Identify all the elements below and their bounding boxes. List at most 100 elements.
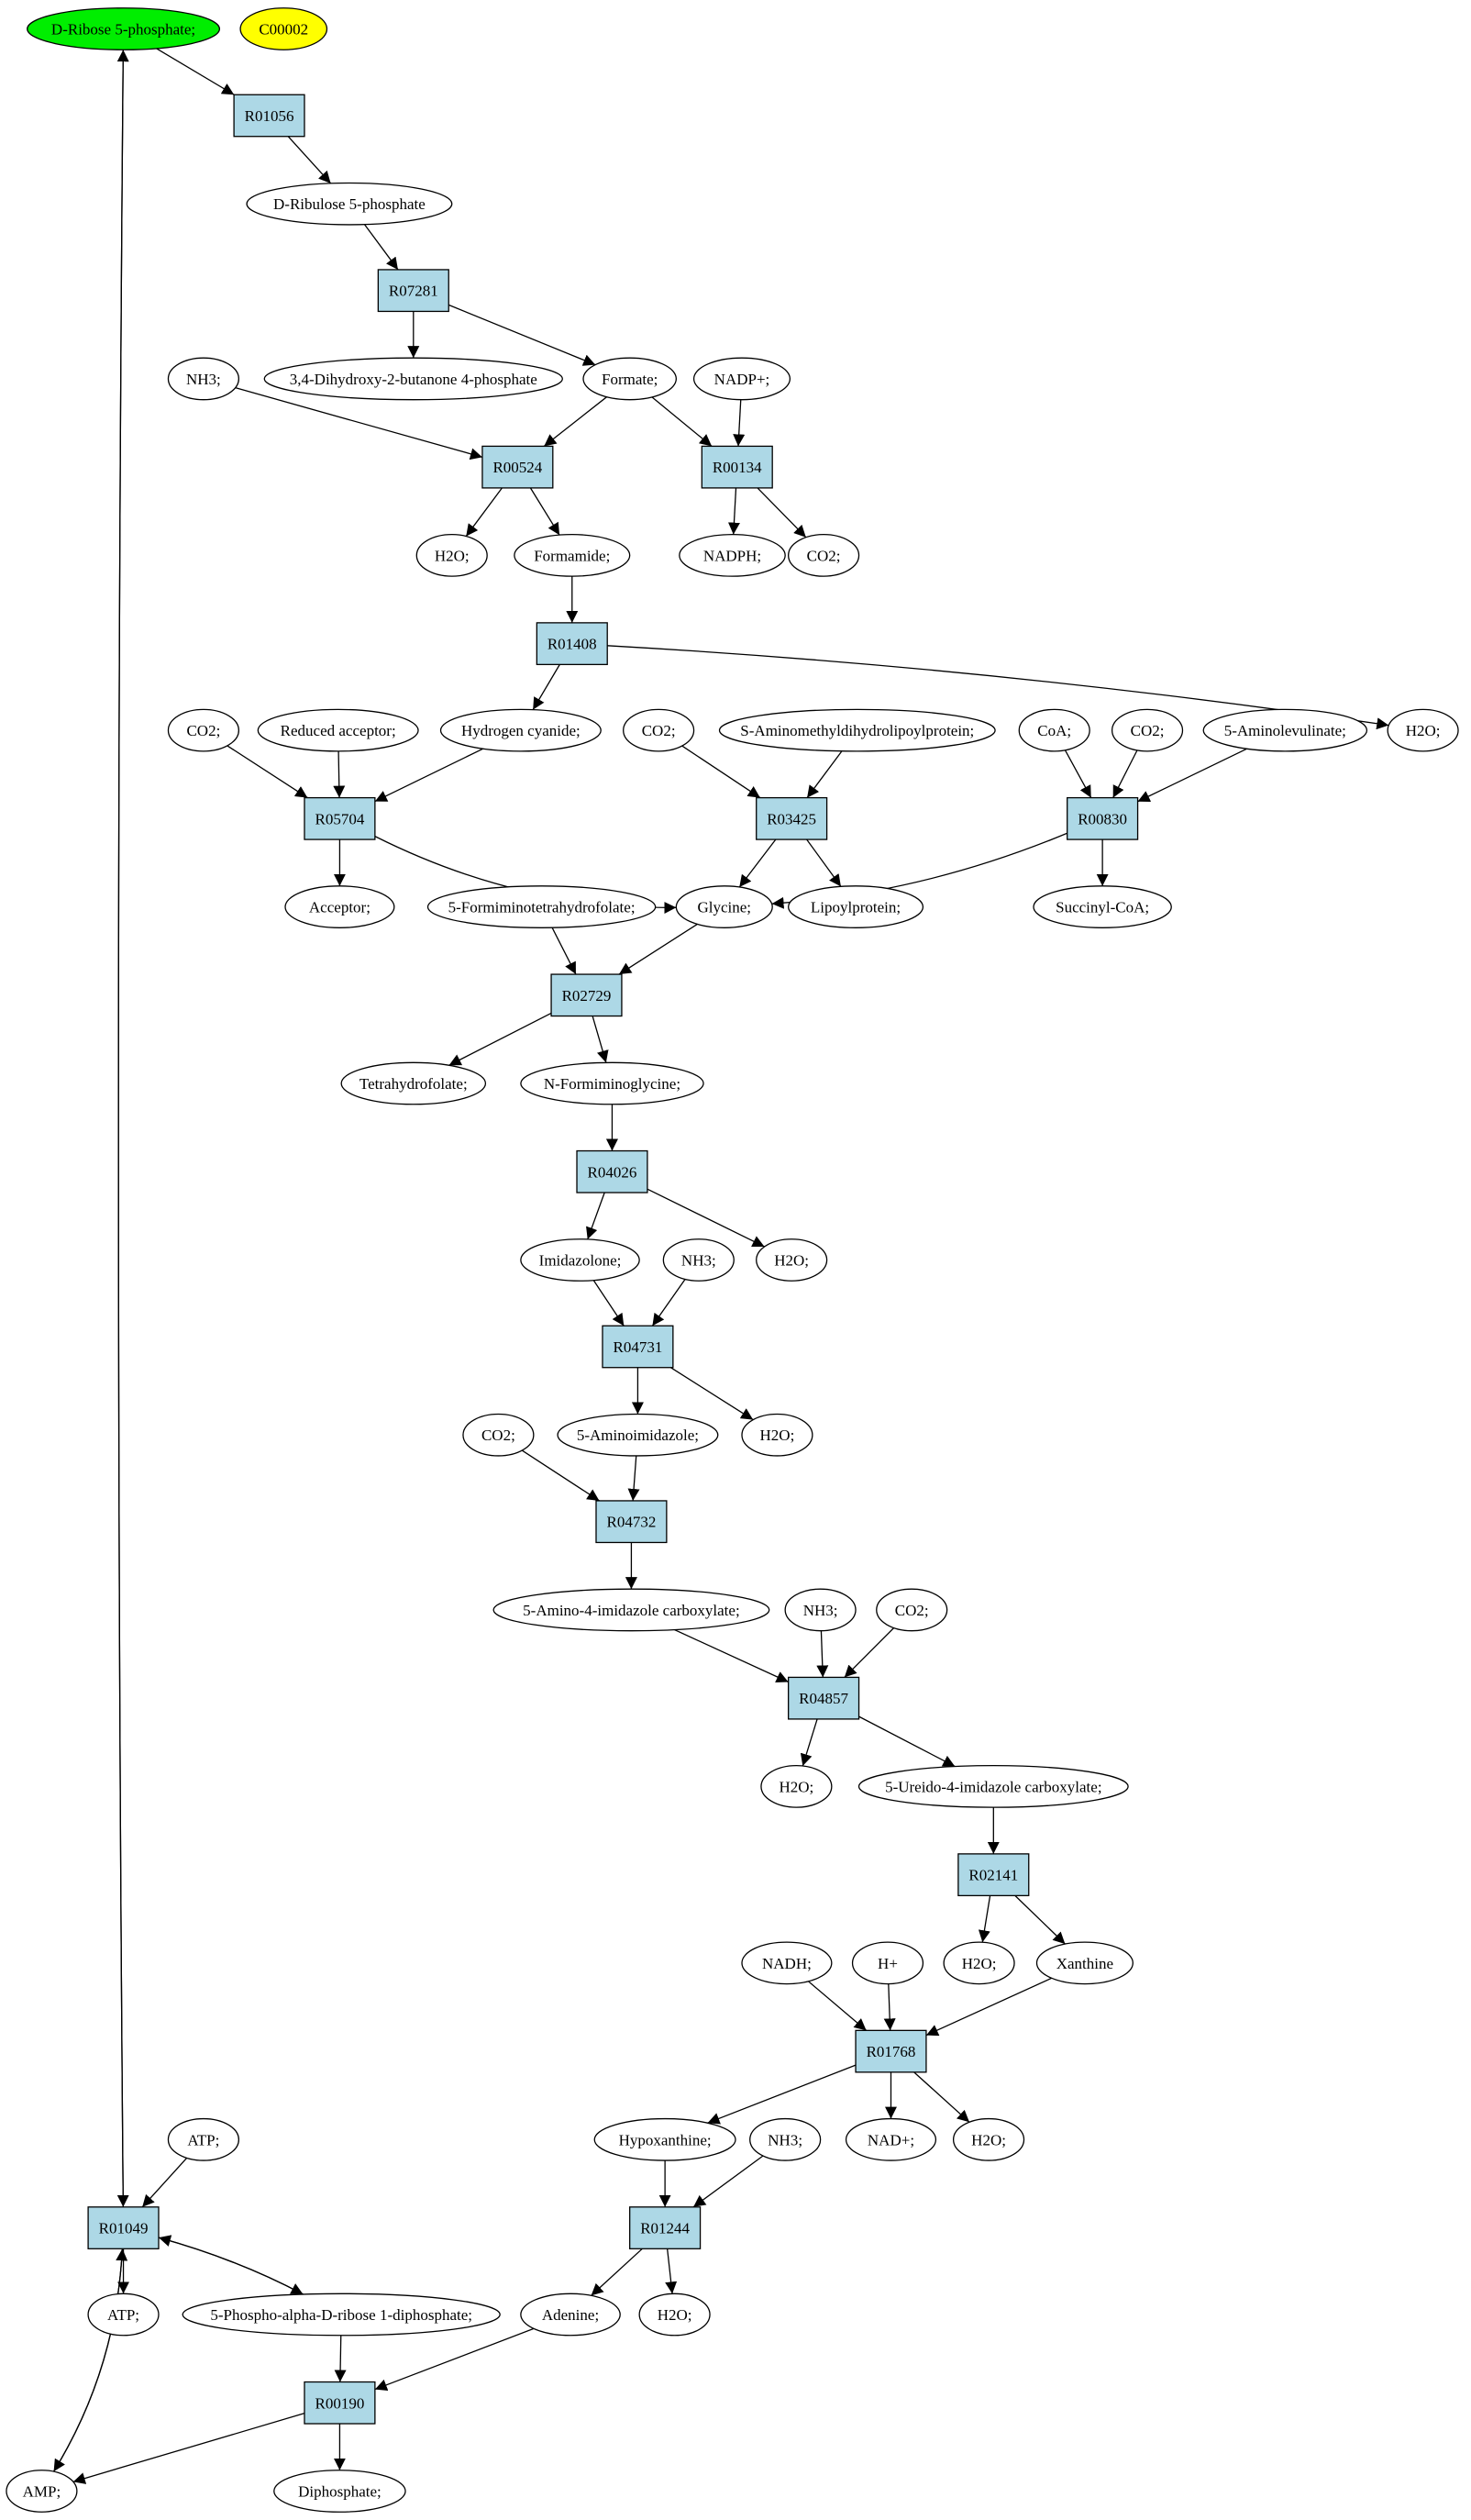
reaction-box[interactable]: [233, 94, 305, 138]
reaction-box[interactable]: [550, 973, 623, 1017]
compound-node-h2o_8[interactable]: H2O;: [638, 2292, 711, 2337]
reaction-box[interactable]: [788, 1676, 860, 1720]
compound-node-h2o_7[interactable]: H2O;: [952, 2117, 1025, 2161]
compound-node-nh3_2[interactable]: NH3;: [662, 1238, 735, 1282]
reaction-node-r00524[interactable]: R00524: [481, 445, 554, 489]
compound-node-nfg[interactable]: N-Formiminoglycine;: [520, 1061, 704, 1105]
compound-ellipse[interactable]: [1111, 708, 1184, 752]
reaction-box[interactable]: [602, 1325, 674, 1369]
compound-ellipse[interactable]: [87, 2292, 160, 2337]
compound-node-glycine[interactable]: Glycine;: [675, 885, 773, 928]
compound-ellipse[interactable]: [760, 1764, 833, 1808]
reaction-box[interactable]: [481, 445, 554, 489]
compound-node-diphos[interactable]: Diphosphate;: [273, 2470, 406, 2513]
compound-node-thf[interactable]: Tetrahydrofolate;: [340, 1061, 487, 1105]
compound-ellipse[interactable]: [857, 1764, 1129, 1808]
compound-ellipse[interactable]: [27, 7, 221, 50]
compound-node-lipoyl[interactable]: Lipoylprotein;: [788, 885, 924, 928]
compound-node-dru5p[interactable]: D-Ribulose 5-phosphate: [246, 182, 453, 226]
compound-node-dhbp[interactable]: 3,4-Dihydroxy-2-butanone 4-phosphate: [263, 357, 563, 401]
compound-ellipse[interactable]: [514, 533, 631, 577]
compound-ellipse[interactable]: [851, 1941, 924, 1985]
compound-ellipse[interactable]: [492, 1588, 770, 1632]
compound-ellipse[interactable]: [273, 2470, 406, 2513]
compound-ellipse[interactable]: [845, 2117, 937, 2161]
reaction-node-r05704[interactable]: R05704: [304, 796, 376, 840]
compound-node-atp_2[interactable]: ATP;: [87, 2292, 160, 2337]
compound-ellipse[interactable]: [788, 885, 924, 928]
compound-node-formate[interactable]: Formate;: [582, 357, 678, 401]
compound-node-nadph[interactable]: NADPH;: [679, 533, 786, 577]
compound-node-formamide[interactable]: Formamide;: [514, 533, 631, 577]
compound-node-h2o_4[interactable]: H2O;: [741, 1413, 813, 1457]
compound-node-hcn[interactable]: Hydrogen cyanide;: [439, 708, 602, 752]
compound-node-uic[interactable]: 5-Ureido-4-imidazole carboxylate;: [857, 1764, 1129, 1808]
compound-ellipse[interactable]: [692, 357, 791, 401]
compound-node-hypox[interactable]: Hypoxanthine;: [593, 2117, 736, 2161]
compound-ellipse[interactable]: [257, 708, 419, 752]
reaction-box[interactable]: [576, 1149, 648, 1193]
compound-node-ami5[interactable]: 5-Aminoimidazole;: [557, 1413, 719, 1457]
compound-ellipse[interactable]: [749, 2117, 822, 2161]
compound-ellipse[interactable]: [952, 2117, 1025, 2161]
reaction-node-r02141[interactable]: R02141: [957, 1853, 1030, 1897]
compound-ellipse[interactable]: [741, 1941, 833, 1985]
compound-node-amp[interactable]: AMP;: [6, 2470, 78, 2513]
reaction-box[interactable]: [536, 622, 608, 666]
compound-node-co2_4[interactable]: CO2;: [1111, 708, 1184, 752]
compound-node-nadh[interactable]: NADH;: [741, 1941, 833, 1985]
compound-node-co2_5[interactable]: CO2;: [462, 1413, 535, 1457]
compound-ellipse[interactable]: [263, 357, 563, 401]
reaction-box[interactable]: [377, 269, 449, 313]
reaction-node-r04026[interactable]: R04026: [576, 1149, 648, 1193]
compound-node-samdl[interactable]: S-Aminomethyldihydrolipoylprotein;: [718, 708, 996, 752]
compound-ellipse[interactable]: [415, 533, 488, 577]
reaction-node-r04731[interactable]: R04731: [602, 1325, 674, 1369]
compound-ellipse[interactable]: [1387, 708, 1459, 752]
compound-node-imid[interactable]: Imidazolone;: [520, 1238, 640, 1282]
compound-ellipse[interactable]: [1202, 708, 1368, 752]
compound-node-aic[interactable]: 5-Amino-4-imidazole carboxylate;: [492, 1588, 770, 1632]
reaction-box[interactable]: [87, 2206, 160, 2249]
compound-node-hplus[interactable]: H+: [851, 1941, 924, 1985]
compound-ellipse[interactable]: [167, 357, 239, 401]
compound-node-succoa[interactable]: Succinyl-CoA;: [1033, 885, 1172, 928]
compound-ellipse[interactable]: [662, 1238, 735, 1282]
compound-node-h2o_6[interactable]: H2O;: [943, 1941, 1015, 1985]
compound-node-co2_2[interactable]: CO2;: [167, 708, 239, 752]
reaction-node-r04857[interactable]: R04857: [788, 1676, 860, 1720]
compound-node-nad[interactable]: NAD+;: [845, 2117, 937, 2161]
reaction-box[interactable]: [701, 445, 773, 489]
reaction-node-r01056[interactable]: R01056: [233, 94, 305, 138]
reaction-box[interactable]: [1067, 796, 1139, 840]
reaction-node-r01049[interactable]: R01049: [87, 2206, 160, 2249]
reaction-node-r00134[interactable]: R00134: [701, 445, 773, 489]
compound-ellipse[interactable]: [462, 1413, 535, 1457]
compound-node-coa[interactable]: CoA;: [1018, 708, 1090, 752]
compound-node-c00002[interactable]: C00002: [239, 7, 328, 50]
compound-node-xanthine[interactable]: Xanthine: [1035, 1941, 1134, 1985]
compound-ellipse[interactable]: [943, 1941, 1015, 1985]
compound-ellipse[interactable]: [784, 1588, 857, 1632]
compound-node-prpp[interactable]: 5-Phospho-alpha-D-ribose 1-diphosphate;: [182, 2292, 501, 2337]
compound-ellipse[interactable]: [439, 708, 602, 752]
compound-ellipse[interactable]: [582, 357, 678, 401]
compound-ellipse[interactable]: [623, 708, 695, 752]
compound-ellipse[interactable]: [876, 1588, 948, 1632]
reaction-node-r07281[interactable]: R07281: [377, 269, 449, 313]
compound-ellipse[interactable]: [638, 2292, 711, 2337]
reaction-node-r02729[interactable]: R02729: [550, 973, 623, 1017]
compound-node-h2o_2[interactable]: H2O;: [1387, 708, 1459, 752]
reaction-node-r00830[interactable]: R00830: [1067, 796, 1139, 840]
reaction-box[interactable]: [855, 2029, 927, 2073]
compound-node-h2o_1[interactable]: H2O;: [415, 533, 488, 577]
compound-node-atp_1[interactable]: ATP;: [167, 2117, 239, 2161]
compound-ellipse[interactable]: [1018, 708, 1090, 752]
reaction-box[interactable]: [957, 1853, 1030, 1897]
compound-ellipse[interactable]: [718, 708, 996, 752]
compound-ellipse[interactable]: [520, 1238, 640, 1282]
compound-ellipse[interactable]: [756, 1238, 828, 1282]
reaction-box[interactable]: [304, 796, 376, 840]
reaction-node-r01768[interactable]: R01768: [855, 2029, 927, 2073]
compound-node-fthf[interactable]: 5-Formiminotetrahydrofolate;: [426, 885, 657, 928]
